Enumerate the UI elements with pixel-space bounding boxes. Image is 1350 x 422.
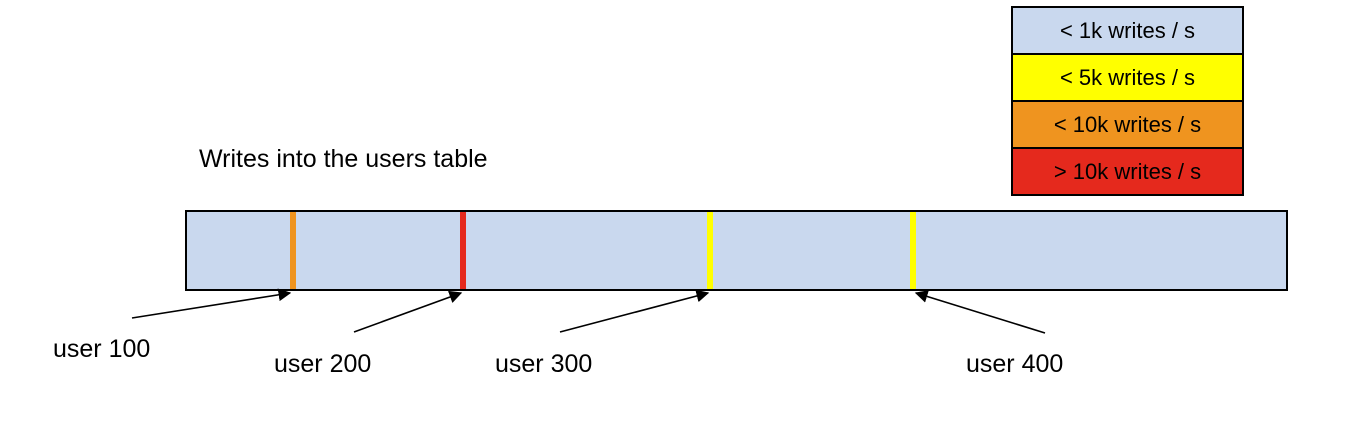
diagram-title: Writes into the users table [199,145,488,173]
users-table-bar [185,210,1288,291]
label-user-200: user 200 [274,350,372,378]
legend-item-gt-10k: > 10k writes / s [1013,147,1242,194]
arrow-user-100 [131,288,292,319]
label-user-300: user 300 [495,350,593,378]
arrow-user-300 [559,289,710,333]
label-user-100: user 100 [53,335,151,363]
write-hotspot-marker-user-100 [290,212,296,289]
legend: < 1k writes / s < 5k writes / s < 10k wr… [1011,6,1244,196]
label-user-400: user 400 [966,350,1064,378]
legend-item-lt-10k: < 10k writes / s [1013,100,1242,147]
write-hotspot-marker-user-200 [460,212,466,289]
write-hotspot-marker-user-300 [707,212,713,289]
arrow-user-400 [914,290,1046,334]
legend-item-lt-5k: < 5k writes / s [1013,53,1242,100]
write-hotspot-marker-user-400 [910,212,916,289]
arrow-user-200 [353,290,463,333]
legend-item-lt-1k: < 1k writes / s [1013,8,1242,53]
